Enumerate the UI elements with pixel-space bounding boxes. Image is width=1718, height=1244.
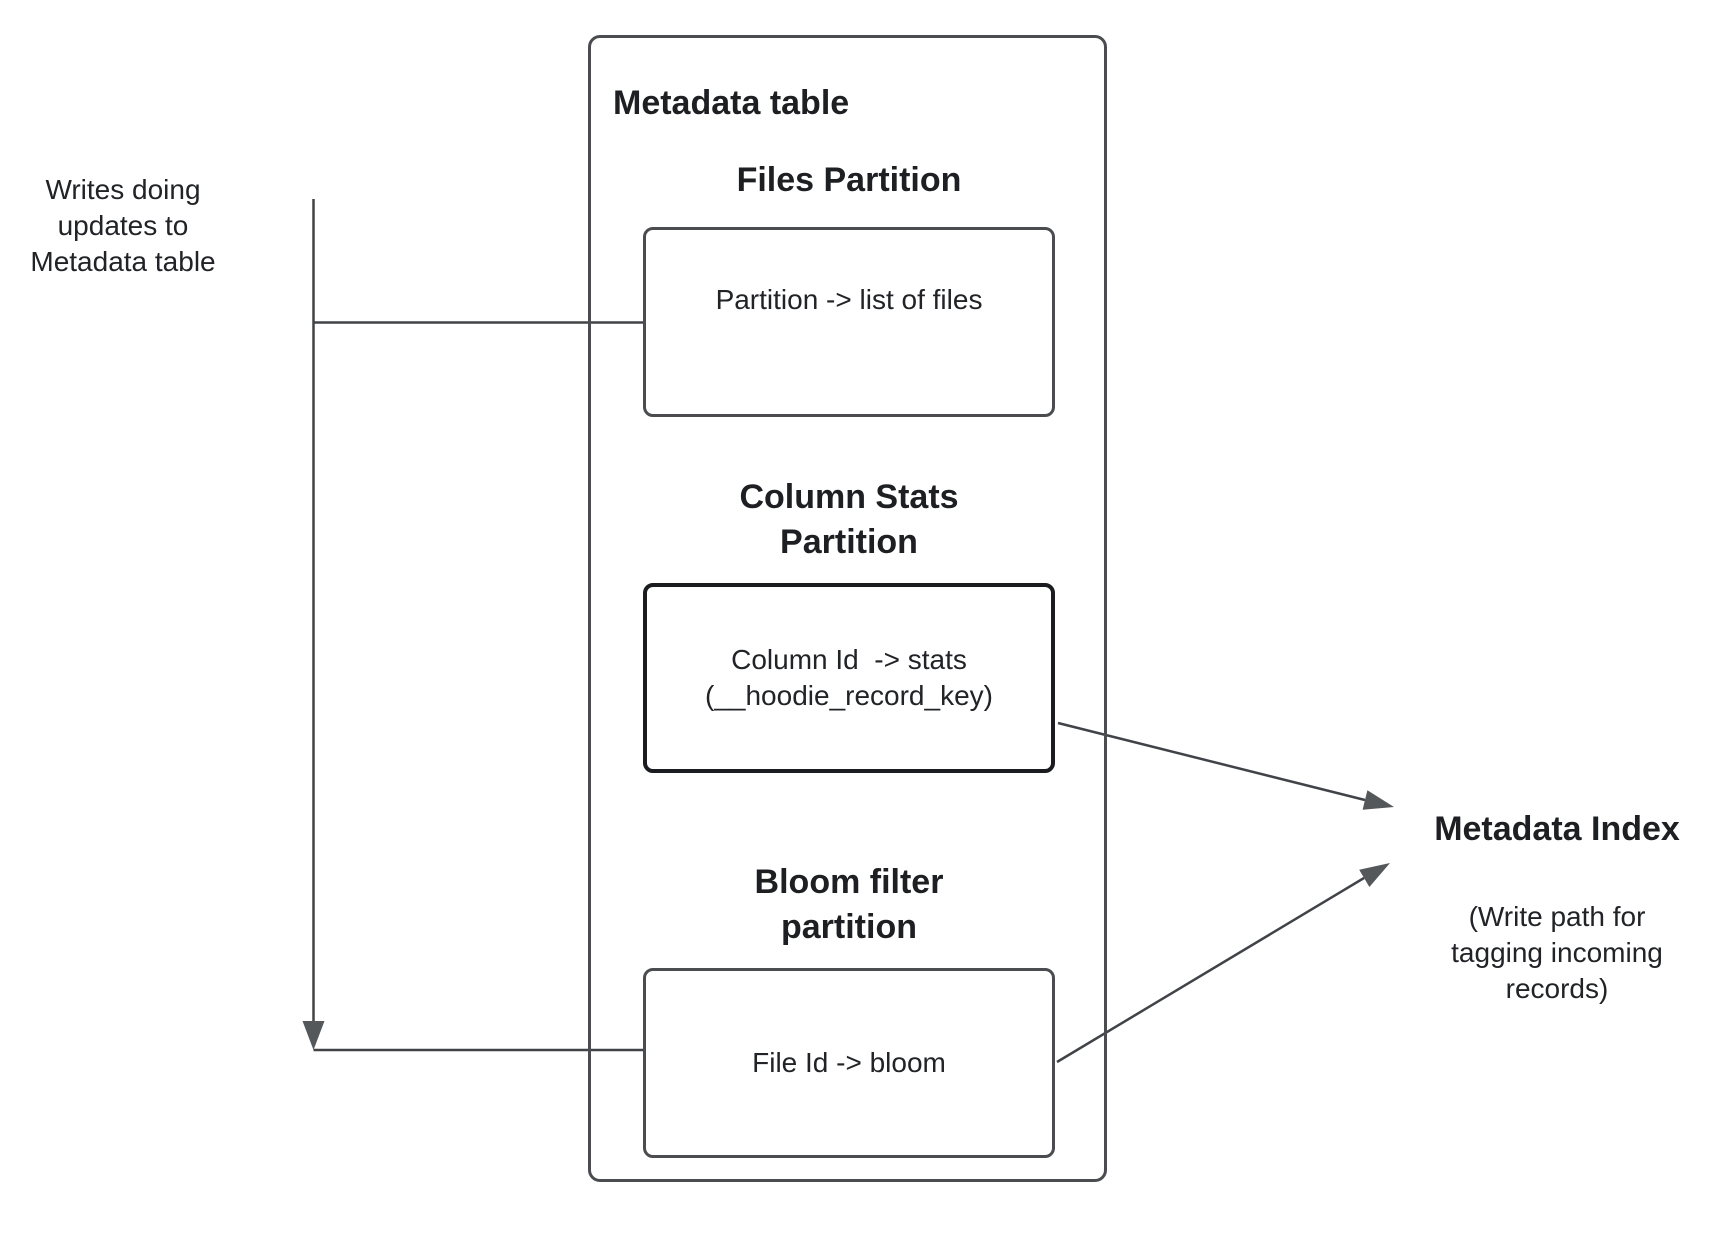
bloom-to-index-arrowhead	[1359, 863, 1390, 887]
bloom-filter-partition-box-text: File Id -> bloom	[752, 1047, 946, 1078]
metadata-table-title: Metadata table	[613, 84, 850, 122]
writes-note: Writes doing updates to Metadata table	[30, 174, 216, 277]
bloom-filter-partition-heading: Bloom filter partition	[754, 863, 944, 946]
files-partition-heading: Files Partition	[736, 161, 962, 199]
writes-down-arrowhead	[302, 1021, 325, 1050]
files-partition-box: Partition -> list of files	[643, 227, 1055, 417]
metadata-table-box	[588, 35, 1107, 1182]
bloom-filter-partition-box: File Id -> bloom	[643, 968, 1055, 1158]
column-stats-to-index-arrowhead	[1362, 790, 1394, 810]
column-stats-partition-box-text: Column Id -> stats (__hoodie_record_key)	[705, 644, 993, 711]
metadata-index-subtitle: (Write path for tagging incoming records…	[1451, 901, 1663, 1004]
metadata-index-title: Metadata Index	[1434, 810, 1680, 848]
files-partition-box-text: Partition -> list of files	[715, 284, 983, 315]
column-stats-partition-box: Column Id -> stats (__hoodie_record_key)	[643, 583, 1055, 773]
column-stats-partition-heading: Column Stats Partition	[739, 478, 959, 561]
